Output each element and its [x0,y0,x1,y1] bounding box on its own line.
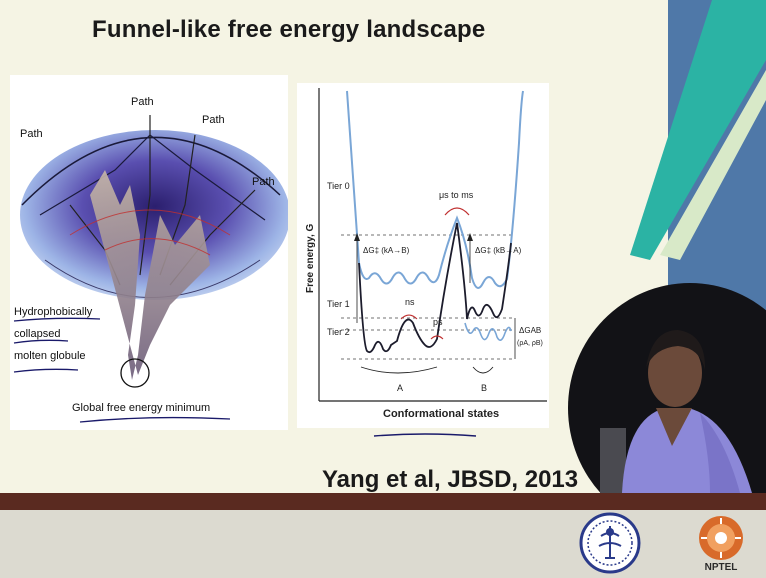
dg-left-label: ΔG‡ (kA→B) [363,246,410,255]
nptel-label: NPTEL [704,562,738,573]
annotation-line: collapsed [14,328,60,340]
citation: Yang et al, JBSD, 2013 [322,466,579,493]
global-minimum-marker [120,358,150,388]
state-b-label: B [481,383,487,393]
tier2-label: Tier 2 [327,327,350,337]
slide-title: Funnel-like free energy landscape [92,16,486,43]
tier1-curve [358,222,512,354]
footer-area [0,510,766,578]
path-label: Path [131,96,154,108]
funnel-landscape-figure: Path Path Path Path Hydrophobically coll… [10,75,290,430]
iit-logo-icon [579,512,641,574]
annotation-line: Hydrophobically [14,306,93,318]
nptel-logo-icon [699,516,743,560]
dg-ab-sub-label: (ρA, ρB) [517,340,543,347]
energy-tier-svg: Free energy, G Conformational states Tie… [305,88,547,420]
footer-bar [0,493,766,510]
path-label: Path [202,114,225,126]
y-axis-label: Free energy, G [305,223,316,293]
timescale-ps-label: ps [433,317,443,327]
global-minimum-label: Global free energy minimum [72,402,210,414]
dg-ab-label: ΔGAB [519,326,541,335]
energy-tier-diagram: Free energy, G Conformational states Tie… [297,83,549,428]
tier0-label: Tier 0 [327,181,350,191]
tier1-label: Tier 1 [327,299,350,309]
underline-mark [373,433,477,437]
funnel-landscape-svg: Path Path Path Path Hydrophobically coll… [13,96,290,423]
dg-right-label: ΔG‡ (kB→A) [475,246,522,255]
state-a-label: A [397,383,403,393]
tier0-curve [346,90,524,289]
timescale-ns-label: ns [405,297,415,307]
path-label: Path [20,128,43,140]
annotation-line: molten globule [14,350,86,362]
timescale-top-label: μs to ms [439,190,474,200]
x-axis-label: Conformational states [383,408,499,420]
path-label: Path [252,176,275,188]
speaker-video [568,283,766,493]
funnel-surface [20,130,290,300]
